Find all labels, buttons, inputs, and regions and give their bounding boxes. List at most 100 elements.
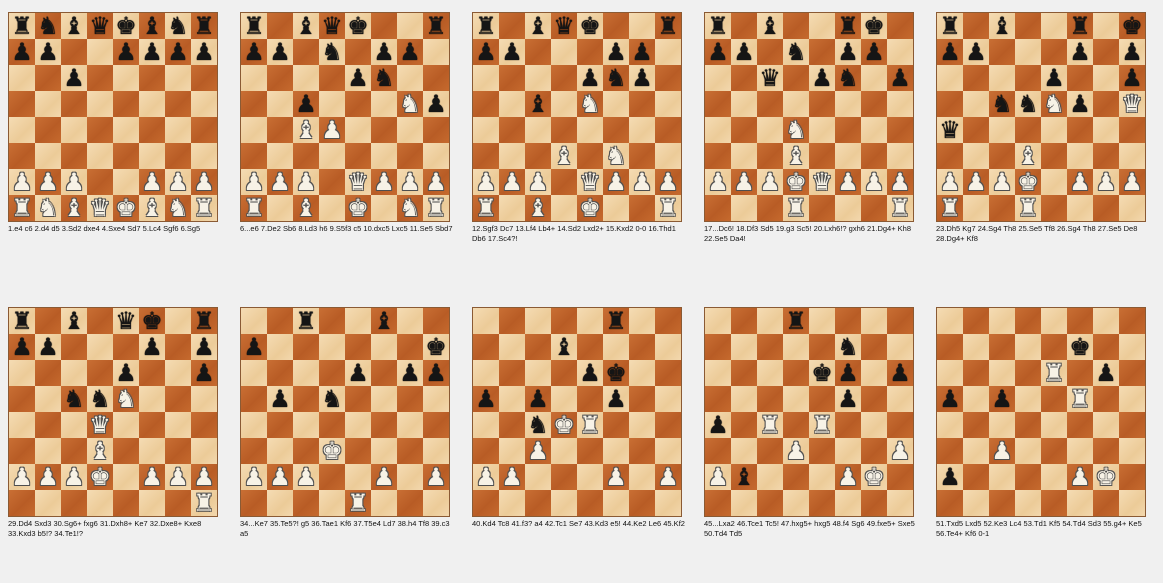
chessboard[interactable]: ♜♝♟♚♟♟♟♟♞♚♟♟♟♟♟♜: [240, 307, 450, 517]
board-square[interactable]: [267, 412, 293, 438]
board-square[interactable]: [655, 386, 681, 412]
white-pawn-icon[interactable]: ♟: [1069, 464, 1091, 490]
board-square[interactable]: ♝: [525, 195, 551, 221]
chessboard[interactable]: ♚♜♟♟♟♜♟♟♟♚: [936, 307, 1146, 517]
board-square[interactable]: [423, 117, 449, 143]
board-square[interactable]: [835, 195, 861, 221]
board-square[interactable]: [937, 308, 963, 334]
board-square[interactable]: [267, 490, 293, 516]
board-square[interactable]: [371, 360, 397, 386]
black-pawn-icon[interactable]: ♟: [939, 39, 961, 65]
board-square[interactable]: [1041, 143, 1067, 169]
black-pawn-icon[interactable]: ♟: [1069, 91, 1091, 117]
board-square[interactable]: [319, 308, 345, 334]
chessboard[interactable]: ♜♝♜♚♟♟♞♟♟♛♟♞♟♞♝♟♟♟♚♛♟♟♟♜♜: [704, 12, 914, 222]
white-king-icon[interactable]: ♚: [579, 195, 601, 221]
board-square[interactable]: ♞: [319, 386, 345, 412]
board-square[interactable]: [731, 334, 757, 360]
white-pawn-icon[interactable]: ♟: [295, 169, 317, 195]
board-square[interactable]: [61, 334, 87, 360]
board-square[interactable]: [267, 91, 293, 117]
black-knight-icon[interactable]: ♞: [321, 386, 343, 412]
board-square[interactable]: [1015, 39, 1041, 65]
black-queen-icon[interactable]: ♛: [939, 117, 961, 143]
board-square[interactable]: [319, 464, 345, 490]
board-square[interactable]: [655, 334, 681, 360]
black-queen-icon[interactable]: ♛: [89, 13, 111, 39]
board-square[interactable]: ♟: [241, 169, 267, 195]
board-square[interactable]: [397, 65, 423, 91]
board-square[interactable]: [629, 308, 655, 334]
board-square[interactable]: [191, 117, 217, 143]
black-pawn-icon[interactable]: ♟: [475, 386, 497, 412]
board-square[interactable]: ♝: [61, 195, 87, 221]
black-rook-icon[interactable]: ♜: [605, 308, 627, 334]
white-pawn-icon[interactable]: ♟: [243, 464, 265, 490]
board-square[interactable]: [861, 334, 887, 360]
board-square[interactable]: [937, 143, 963, 169]
board-square[interactable]: [1119, 143, 1145, 169]
black-rook-icon[interactable]: ♜: [657, 13, 679, 39]
board-square[interactable]: [423, 412, 449, 438]
board-square[interactable]: [1119, 360, 1145, 386]
board-square[interactable]: [1067, 195, 1093, 221]
board-square[interactable]: [423, 65, 449, 91]
black-pawn-icon[interactable]: ♟: [631, 39, 653, 65]
board-square[interactable]: ♟: [113, 360, 139, 386]
board-square[interactable]: [371, 195, 397, 221]
white-king-icon[interactable]: ♚: [1095, 464, 1117, 490]
board-square[interactable]: [87, 334, 113, 360]
board-square[interactable]: [809, 13, 835, 39]
black-knight-icon[interactable]: ♞: [37, 13, 59, 39]
board-square[interactable]: ♞: [165, 13, 191, 39]
board-square[interactable]: [809, 308, 835, 334]
white-pawn-icon[interactable]: ♟: [991, 169, 1013, 195]
board-square[interactable]: ♟: [603, 39, 629, 65]
board-square[interactable]: ♜: [345, 490, 371, 516]
board-square[interactable]: [165, 65, 191, 91]
board-square[interactable]: [473, 360, 499, 386]
board-square[interactable]: [551, 39, 577, 65]
board-square[interactable]: [1041, 412, 1067, 438]
board-square[interactable]: [551, 308, 577, 334]
board-square[interactable]: ♜: [809, 412, 835, 438]
board-square[interactable]: [937, 412, 963, 438]
chessboard[interactable]: ♜♝♛♚♜♟♟♟♟♟♟♞♞♞♛♝♟♟♟♚♟♟♟♜: [8, 307, 218, 517]
board-square[interactable]: [139, 490, 165, 516]
board-square[interactable]: [319, 334, 345, 360]
board-square[interactable]: [139, 117, 165, 143]
board-square[interactable]: [655, 117, 681, 143]
white-pawn-icon[interactable]: ♟: [167, 169, 189, 195]
board-square[interactable]: [241, 143, 267, 169]
board-square[interactable]: [655, 39, 681, 65]
board-square[interactable]: [963, 13, 989, 39]
board-square[interactable]: ♟: [783, 438, 809, 464]
board-square[interactable]: [1041, 195, 1067, 221]
white-pawn-icon[interactable]: ♟: [193, 169, 215, 195]
board-square[interactable]: ♟: [963, 169, 989, 195]
board-square[interactable]: [757, 386, 783, 412]
white-pawn-icon[interactable]: ♟: [707, 464, 729, 490]
board-square[interactable]: ♟: [319, 117, 345, 143]
white-pawn-icon[interactable]: ♟: [605, 169, 627, 195]
board-square[interactable]: [835, 143, 861, 169]
white-pawn-icon[interactable]: ♟: [37, 169, 59, 195]
board-square[interactable]: [267, 195, 293, 221]
board-square[interactable]: [319, 195, 345, 221]
board-square[interactable]: [165, 308, 191, 334]
board-square[interactable]: ♞: [397, 91, 423, 117]
white-pawn-icon[interactable]: ♟: [373, 169, 395, 195]
white-rook-icon[interactable]: ♜: [347, 490, 369, 516]
board-square[interactable]: [1015, 308, 1041, 334]
board-square[interactable]: [525, 143, 551, 169]
white-pawn-icon[interactable]: ♟: [657, 169, 679, 195]
board-square[interactable]: [397, 438, 423, 464]
white-pawn-icon[interactable]: ♟: [1121, 169, 1143, 195]
black-king-icon[interactable]: ♚: [1121, 13, 1143, 39]
board-square[interactable]: [1093, 195, 1119, 221]
board-square[interactable]: [499, 438, 525, 464]
board-square[interactable]: ♟: [267, 386, 293, 412]
board-square[interactable]: [629, 143, 655, 169]
board-square[interactable]: [1119, 438, 1145, 464]
white-pawn-icon[interactable]: ♟: [475, 464, 497, 490]
